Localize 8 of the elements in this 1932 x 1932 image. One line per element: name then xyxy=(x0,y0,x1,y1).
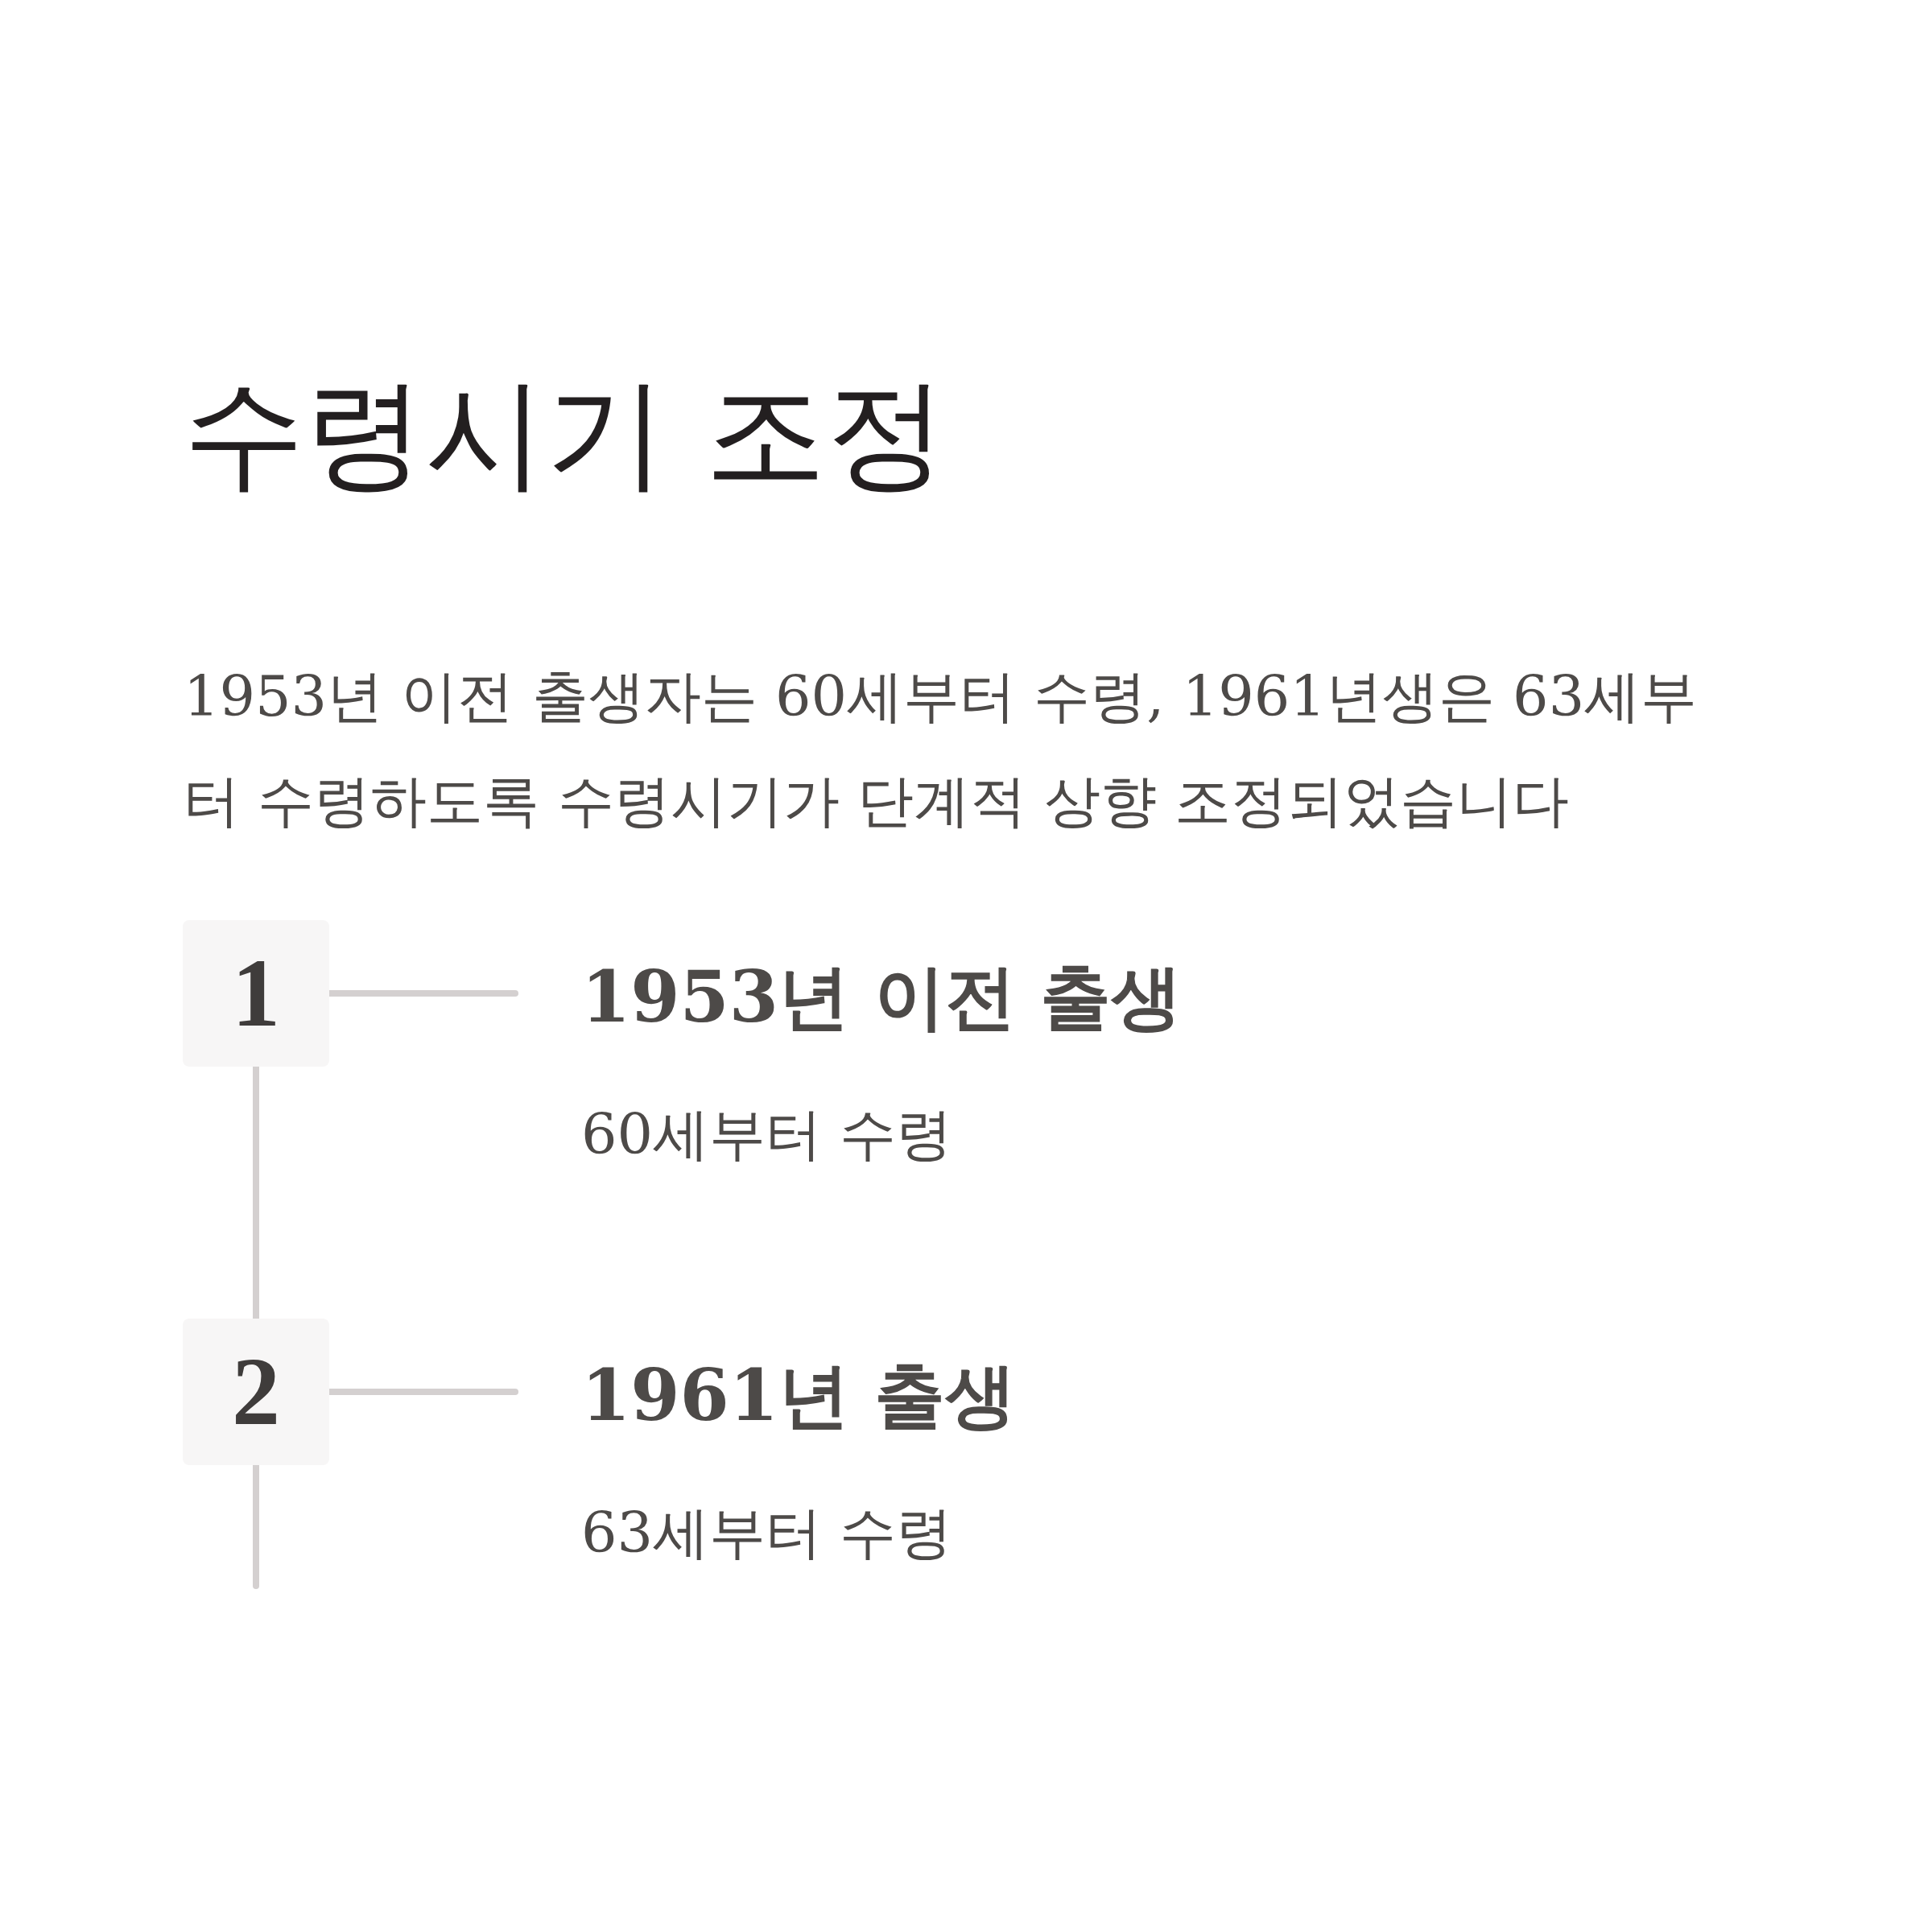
step-detail: 63세부터 수령 xyxy=(581,1499,954,1567)
step-heading: 1953년 이전 출생 xyxy=(581,954,1183,1040)
step-number: 2 xyxy=(183,1319,329,1465)
description: 1953년 이전 출생자는 60세부터 수령, 1961년생은 63세부터 수령하도록 수령시기가 단계적 상향 조정되었습니다 xyxy=(184,663,1699,836)
step-heading: 1961년 출생 xyxy=(581,1352,1016,1439)
title: 수령시기 조정 xyxy=(184,362,947,505)
step-detail: 60세부터 수령 xyxy=(581,1100,954,1169)
step-number: 1 xyxy=(183,920,329,1067)
